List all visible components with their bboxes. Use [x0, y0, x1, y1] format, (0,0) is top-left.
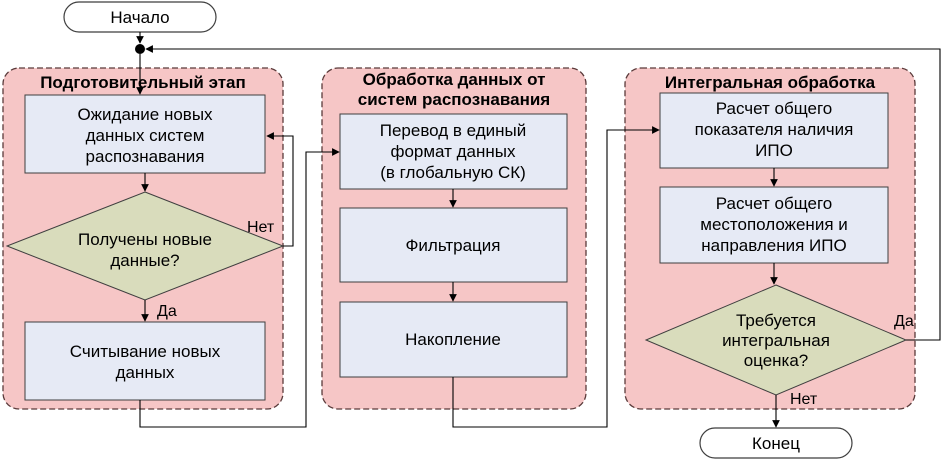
lane-title-integral-processing: Интегральная обработка	[665, 73, 876, 92]
block-indicator-calc	[659, 92, 889, 169]
block-read-new-data	[24, 321, 266, 401]
block-indicator-calc-text-line-2: показателя наличия	[695, 120, 854, 139]
lane-title-integral-processing-line-1: Интегральная обработка	[665, 73, 876, 92]
block-location-calc-text-line-3: направления ИПО	[701, 236, 846, 255]
edge-label-no-new-data: Нет	[247, 219, 275, 236]
block-wait-for-data-text-line-3: распознавания	[86, 147, 205, 166]
block-convert-format-text-line-3: (в глобальную СК)	[380, 163, 526, 182]
decision-new-data-text: Получены новые данные?	[78, 230, 212, 270]
block-indicator-calc-text-line-3: ИПО	[755, 141, 793, 160]
end-terminal	[699, 427, 853, 459]
block-read-new-data-text: Считывание новых данных	[70, 342, 221, 382]
block-convert-format-text: Перевод в единый формат данных (в глобальн…	[380, 121, 527, 182]
start-terminal-label: Начало	[110, 8, 169, 27]
block-location-calc-text: Расчет общего местоположения и направления…	[700, 194, 848, 255]
lane-title-preparation-line-1: Подготовительный этап	[40, 73, 246, 92]
block-wait-for-data-text-line-1: Ожидание новых	[77, 105, 213, 124]
block-accumulation-text: Накопление	[405, 330, 501, 349]
decision-new-data-text-line-1: Получены новые	[78, 230, 212, 249]
block-read-new-data-text-line-1: Считывание новых	[70, 342, 221, 361]
flow-no-loop-back	[266, 132, 294, 247]
block-accumulation	[339, 301, 568, 378]
block-location-calc-text-line-2: местоположения и	[700, 215, 848, 234]
block-location-calc	[659, 186, 889, 264]
block-wait-for-data-text: Ожидание новых данных систем распознавания	[77, 105, 213, 166]
block-read-new-data-text-line-2: данных	[116, 363, 175, 382]
flow-read-to-convert	[139, 148, 340, 428]
edge-label-yes-eval: Да	[894, 313, 914, 330]
block-indicator-calc-text-line-1: Расчет общего	[716, 99, 833, 118]
block-convert-format-text-line-1: Перевод в единый	[380, 121, 527, 140]
lane-title-data-processing-line-1: Обработка данных от	[363, 70, 546, 89]
block-convert-format	[339, 113, 568, 190]
block-accumulation-text-line-1: Накопление	[405, 330, 501, 349]
decision-integral-eval-text-line-3: оценка?	[744, 351, 809, 370]
block-wait-for-data-text-line-2: данных систем	[86, 126, 205, 145]
block-filtering-text-line-1: Фильтрация	[405, 236, 500, 255]
flow-accumulate-to-indicator	[452, 126, 660, 428]
block-filtering	[339, 207, 568, 283]
edge-label-yes-new-data: Да	[157, 303, 177, 320]
junction-point	[135, 44, 145, 54]
block-location-calc-text-line-1: Расчет общего	[716, 194, 833, 213]
decision-integral-eval-text-line-1: Требуется	[736, 311, 816, 330]
block-convert-format-text-line-2: формат данных	[390, 142, 516, 161]
block-filtering-text: Фильтрация	[405, 236, 500, 255]
decision-new-data-text-line-2: данные?	[110, 251, 179, 270]
flow-yes-loop-to-start	[145, 45, 941, 341]
decision-integral-eval-text-line-2: интегральная	[722, 331, 830, 350]
lane-title-preparation: Подготовительный этап	[40, 73, 246, 92]
end-terminal-label: Конец	[752, 434, 800, 453]
lane-title-data-processing-line-2: систем распознавания	[358, 90, 550, 109]
edge-label-no-eval: Нет	[790, 391, 818, 408]
